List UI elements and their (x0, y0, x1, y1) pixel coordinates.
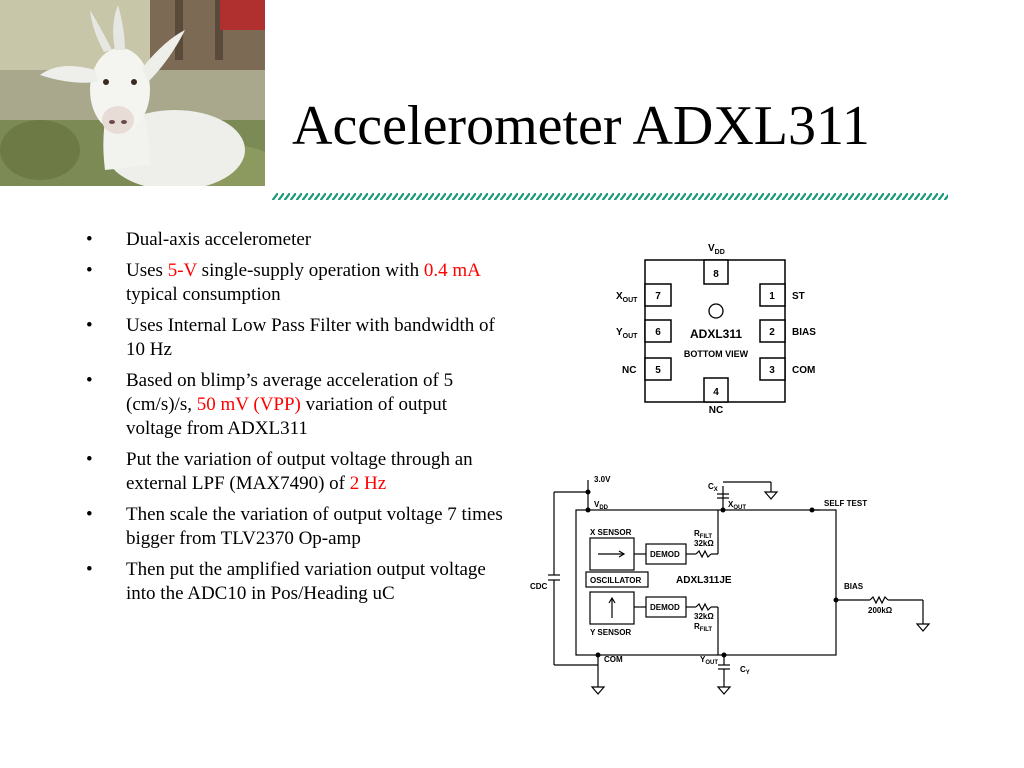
bullet-item: • Based on blimp’s average acceleration o… (86, 369, 506, 441)
bullet-text: typical consumption (126, 284, 281, 305)
bias-label: BIAS (844, 582, 864, 591)
highlight-text: 5-V (167, 260, 197, 281)
bullet-text: Uses Internal Low Pass Filter with bandw… (126, 315, 495, 360)
bullet-text: Based on blimp’s average acceleration of… (126, 370, 454, 415)
bullet-text: Dual-axis accelerometer (126, 229, 312, 250)
bullet-item: • Dual-axis accelerometer (86, 228, 506, 252)
pin-3-number: 3 (769, 365, 775, 376)
bullet-text: variation of output voltage from ADXL311 (126, 394, 448, 439)
cx-label: CX (708, 482, 718, 493)
com-label: COM (604, 655, 623, 664)
pin-4-number: 4 (713, 387, 719, 398)
slide-title: Accelerometer ADXL311 (292, 95, 870, 157)
bullet-icon: • (86, 370, 93, 391)
cy-label: CY (740, 665, 750, 676)
chip-label: ADXL311 (690, 327, 742, 341)
highlight-text: 2 Hz (349, 473, 387, 494)
pin1-marker-icon (708, 303, 724, 319)
highlight-text: 50 mV (VPP) (196, 394, 301, 415)
bullet-icon: • (86, 315, 93, 336)
goat-photo (0, 0, 265, 186)
pin-3-name: COM (792, 365, 815, 376)
demod-y-label: DEMOD (650, 603, 680, 612)
oscillator-label: OSCILLATOR (590, 576, 641, 585)
bullet-icon: • (86, 229, 93, 250)
self-test-label: SELF TEST (824, 499, 867, 508)
rfilt-y-label: RFILT (694, 622, 712, 633)
view-label: BOTTOM VIEW (684, 349, 749, 359)
pin-2-number: 2 (769, 327, 775, 338)
cdc-label: CDC (530, 582, 548, 591)
bullet-text: Put the variation of output voltage thro… (126, 449, 473, 494)
bullet-text: Then scale the variation of output volta… (126, 504, 503, 549)
x-sensor-label: X SENSOR (590, 528, 632, 537)
bullet-icon: • (86, 559, 93, 580)
title-divider (272, 193, 948, 200)
bullet-icon: • (86, 449, 93, 470)
bullet-icon: • (86, 504, 93, 525)
pin-6-number: 6 (655, 327, 661, 338)
bullet-text: Then put the amplified variation output … (126, 559, 486, 604)
bullet-item: • Then put the amplified variation output… (86, 558, 506, 606)
bullet-item: • Put the variation of output voltage thr… (86, 448, 506, 496)
r200k-label: 200kΩ (868, 606, 893, 615)
supply-label: 3.0V (594, 475, 611, 484)
bullet-icon: • (86, 260, 93, 281)
pin-4-name: NC (709, 405, 723, 416)
y-sensor-label: Y SENSOR (590, 628, 631, 637)
part-label: ADXL311JE (676, 575, 732, 586)
bullet-item: • Uses 5-V single-supply operation with 0… (86, 259, 506, 307)
pin-8-name: VDD (708, 243, 725, 256)
pin-8-number: 8 (713, 269, 719, 280)
pinout-diagram: 8 VDD 4 NC 7 XOUT 6 YOUT 5 NC 1 ST 2 BIA… (616, 243, 816, 416)
pin-6-name: YOUT (616, 327, 638, 340)
vdd-label: VDD (594, 500, 609, 511)
pin-2-name: BIAS (792, 327, 816, 338)
r32k-y-label: 32kΩ (694, 612, 714, 621)
bullet-list: • Dual-axis accelerometer • Uses 5-V singl… (86, 228, 506, 613)
bullet-text: Uses (126, 260, 168, 281)
demod-x-label: DEMOD (650, 550, 680, 559)
bullet-item: • Uses Internal Low Pass Filter with band… (86, 314, 506, 362)
pin-7-name: XOUT (616, 291, 638, 304)
yout-label: YOUT (700, 655, 718, 666)
pin-1-number: 1 (769, 291, 775, 302)
highlight-text: 0.4 mA (423, 260, 480, 281)
pin-5-name: NC (622, 365, 636, 376)
bullet-text: single-supply operation with (196, 260, 424, 281)
pin-5-number: 5 (655, 365, 661, 376)
r32k-x-label: 32kΩ (694, 539, 714, 548)
pin-1-name: ST (792, 291, 805, 302)
bullet-item: • Then scale the variation of output volt… (86, 503, 506, 551)
pin-7-number: 7 (655, 291, 661, 302)
xout-label: XOUT (728, 500, 746, 511)
rfilt-x-label: RFILT (694, 529, 712, 540)
block-schematic: 3.0V CX XOUT SELF TEST VDD X SENSOR DEMO… (530, 475, 931, 695)
